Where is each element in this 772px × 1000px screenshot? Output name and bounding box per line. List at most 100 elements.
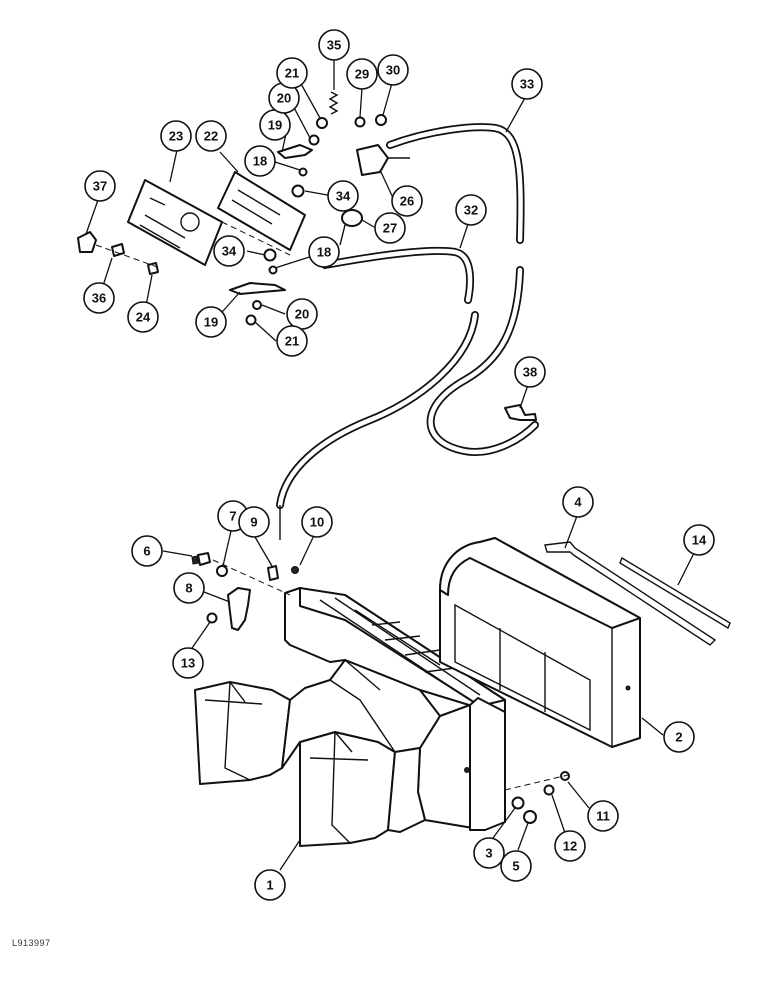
callout-20-upper: 20 xyxy=(268,82,300,114)
svg-text:8: 8 xyxy=(185,581,192,596)
knob-part-36 xyxy=(111,243,125,257)
fitting-part-6 xyxy=(191,552,211,566)
gasket-part-8 xyxy=(227,587,251,631)
heater-core-part-2 xyxy=(439,537,641,748)
callout-24: 24 xyxy=(127,301,159,333)
lever-part-19-upper xyxy=(277,144,313,159)
svg-text:33: 33 xyxy=(520,77,534,92)
svg-text:32: 32 xyxy=(464,203,478,218)
svg-text:38: 38 xyxy=(523,365,537,380)
washer-part-20-upper xyxy=(308,134,320,146)
nut-part-34-upper xyxy=(291,184,305,198)
washer-part-20-lower xyxy=(252,300,262,310)
callout-30: 30 xyxy=(377,54,409,86)
svg-text:19: 19 xyxy=(204,315,218,330)
nut-part-3 xyxy=(511,796,525,810)
svg-text:12: 12 xyxy=(563,839,577,854)
callout-27: 27 xyxy=(374,212,406,244)
callout-3: 3 xyxy=(473,837,505,869)
control-cable-part-33 xyxy=(386,123,539,456)
rod-part-4 xyxy=(544,541,717,646)
callout-5: 5 xyxy=(500,850,532,882)
svg-text:21: 21 xyxy=(285,334,299,349)
callout-18-upper: 18 xyxy=(244,145,276,177)
svg-text:34: 34 xyxy=(336,189,351,204)
callout-37: 37 xyxy=(84,170,116,202)
callout-34-lower: 34 xyxy=(213,235,245,267)
callout-2: 2 xyxy=(663,721,695,753)
rod-part-14 xyxy=(619,556,731,630)
reference-code: L913997 xyxy=(12,938,51,948)
nut-part-34-lower xyxy=(263,248,277,262)
nut-part-13 xyxy=(206,612,218,624)
svg-text:5: 5 xyxy=(512,859,519,874)
nut-part-29 xyxy=(354,116,366,128)
callout-8: 8 xyxy=(173,572,205,604)
callout-29: 29 xyxy=(346,58,378,90)
callout-9: 9 xyxy=(238,506,270,538)
svg-text:20: 20 xyxy=(295,307,309,322)
callout-33: 33 xyxy=(511,68,543,100)
callout-19-upper: 19 xyxy=(259,109,291,141)
callout-36: 36 xyxy=(83,282,115,314)
svg-text:26: 26 xyxy=(400,194,414,209)
svg-text:36: 36 xyxy=(92,291,106,306)
svg-text:20: 20 xyxy=(277,91,291,106)
callout-12: 12 xyxy=(554,830,586,862)
callout-20-lower: 20 xyxy=(286,298,318,330)
svg-text:23: 23 xyxy=(169,129,183,144)
mounting-plate-part-22 xyxy=(217,171,306,251)
heater-housing-part-1 xyxy=(194,587,506,847)
washer-part-18-lower xyxy=(268,265,278,275)
callout-21-upper: 21 xyxy=(276,57,308,89)
svg-text:7: 7 xyxy=(229,509,236,524)
svg-text:14: 14 xyxy=(692,533,707,548)
callout-18-lower: 18 xyxy=(308,236,340,268)
switch-part-26 xyxy=(356,144,410,176)
callout-13: 13 xyxy=(172,647,204,679)
callout-4: 4 xyxy=(562,486,594,518)
nut-part-24 xyxy=(147,262,159,275)
nut-part-21-upper xyxy=(316,117,328,129)
svg-text:1: 1 xyxy=(266,878,273,893)
washer-part-12 xyxy=(543,784,555,796)
svg-text:13: 13 xyxy=(181,656,195,671)
callout-35: 35 xyxy=(318,29,350,61)
callout-10: 10 xyxy=(301,506,333,538)
svg-text:27: 27 xyxy=(383,221,397,236)
control-cable-part-32 xyxy=(276,246,479,540)
callout-38: 38 xyxy=(514,356,546,388)
washer-part-18-upper xyxy=(298,167,308,177)
svg-text:35: 35 xyxy=(327,38,341,53)
svg-text:11: 11 xyxy=(596,809,610,824)
callout-1: 1 xyxy=(254,869,286,901)
assembly-line xyxy=(95,244,161,269)
control-knob-part-37 xyxy=(77,231,97,253)
svg-text:30: 30 xyxy=(386,63,400,78)
svg-text:19: 19 xyxy=(268,118,282,133)
callout-26: 26 xyxy=(391,185,423,217)
callout-19-lower: 19 xyxy=(195,306,227,338)
rotary-switch-part-27 xyxy=(339,209,363,246)
svg-text:18: 18 xyxy=(253,154,267,169)
assembly-line xyxy=(504,774,569,791)
svg-text:22: 22 xyxy=(204,129,218,144)
svg-text:29: 29 xyxy=(355,67,369,82)
callout-32: 32 xyxy=(455,194,487,226)
callout-34-upper: 34 xyxy=(327,180,359,212)
screw-part-10 xyxy=(291,566,299,574)
callout-11: 11 xyxy=(587,800,619,832)
svg-text:2: 2 xyxy=(675,730,682,745)
svg-text:34: 34 xyxy=(222,244,237,259)
callout-21-lower: 21 xyxy=(276,325,308,357)
svg-text:6: 6 xyxy=(143,544,150,559)
svg-text:37: 37 xyxy=(93,179,107,194)
cap-part-5 xyxy=(523,810,537,824)
callout-23: 23 xyxy=(160,120,192,152)
svg-text:24: 24 xyxy=(136,310,151,325)
nut-part-21-lower xyxy=(245,314,257,326)
nut-part-30 xyxy=(375,114,387,126)
clip-part-9 xyxy=(267,565,279,581)
svg-text:4: 4 xyxy=(574,495,582,510)
